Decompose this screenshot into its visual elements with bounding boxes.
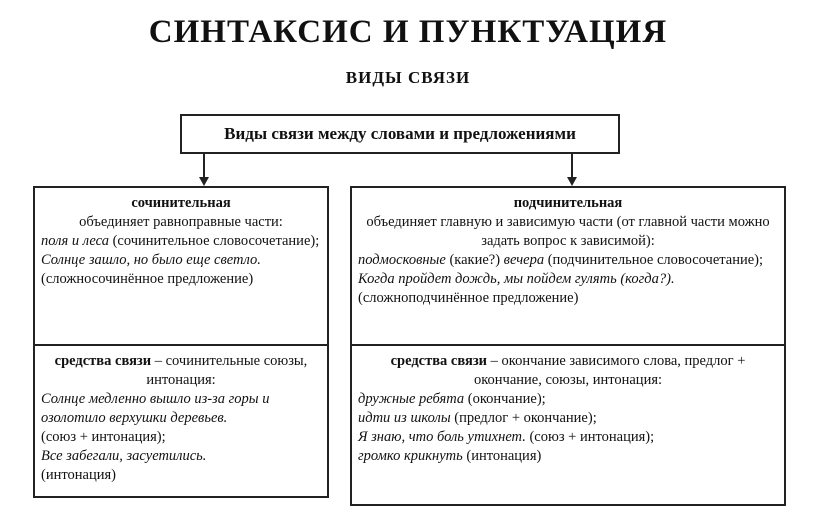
example-note: (сложносочинённое предложение) bbox=[41, 271, 254, 287]
root-box: Виды связи между словами и предложениями bbox=[180, 114, 620, 154]
connector-right bbox=[571, 154, 573, 178]
subtitle: ВИДЫ СВЯЗИ bbox=[345, 68, 471, 87]
example: поля и леса bbox=[41, 233, 109, 249]
description: объединяет главную и зависимую части (от… bbox=[366, 214, 770, 249]
coordinating-means: средства связи – сочинительные союзы, ин… bbox=[35, 344, 327, 485]
example-note: (подчинительное словосочетание); bbox=[544, 252, 764, 268]
example: Все забегали, засуетились. bbox=[41, 448, 207, 464]
heading: подчинительная bbox=[513, 195, 623, 211]
example-note: (союз + интонация); bbox=[525, 429, 655, 445]
example-note: (интонация) bbox=[462, 448, 542, 464]
example: Солнце зашло, но было еще светло. bbox=[41, 252, 261, 268]
example-note: (предлог + окончание); bbox=[450, 410, 597, 426]
means-text: – сочинительные союзы, интонация: bbox=[146, 353, 308, 388]
example: дружные ребята bbox=[358, 391, 465, 407]
example: идти из школы bbox=[358, 410, 451, 426]
arrow-left bbox=[199, 177, 209, 186]
subordinating-definition: подчинительная объединяет главную и зави… bbox=[352, 188, 784, 344]
example-note: (сложноподчинённое предложение) bbox=[358, 290, 579, 306]
connector-left bbox=[203, 154, 205, 178]
coordinating-box: сочинительная объединяет равноправные ча… bbox=[33, 186, 329, 498]
heading: сочинительная bbox=[131, 195, 231, 211]
example-note: (окончание); bbox=[464, 391, 546, 407]
example-note: (сочинительное словосочетание); bbox=[108, 233, 320, 249]
means-label: средства связи bbox=[390, 353, 488, 369]
example: вечера bbox=[503, 252, 545, 268]
example: громко крикнуть bbox=[358, 448, 463, 464]
arrow-right bbox=[567, 177, 577, 186]
example: Я знаю, что боль утихнет. bbox=[358, 429, 526, 445]
question: (какие?) bbox=[445, 252, 504, 268]
subordinating-box: подчинительная объединяет главную и зави… bbox=[350, 186, 786, 506]
example-note: (интонация) bbox=[41, 467, 116, 483]
coordinating-definition: сочинительная объединяет равноправные ча… bbox=[35, 188, 327, 344]
description: объединяет равноправные части: bbox=[79, 214, 283, 230]
example: Когда пройдет дождь, мы пойдем гулять (к… bbox=[358, 271, 675, 287]
subordinating-means: средства связи – окончание зависимого сл… bbox=[352, 344, 784, 466]
means-label: средства связи bbox=[54, 353, 152, 369]
example: Солнце медленно вышло из-за горы и озоло… bbox=[41, 391, 270, 426]
means-text: – окончание зависимого слова, предлог + … bbox=[473, 353, 746, 388]
example-note: (союз + интонация); bbox=[41, 429, 166, 445]
page-title: СИНТАКСИС И ПУНКТУАЦИЯ bbox=[148, 14, 668, 50]
example: подмосковные bbox=[358, 252, 446, 268]
